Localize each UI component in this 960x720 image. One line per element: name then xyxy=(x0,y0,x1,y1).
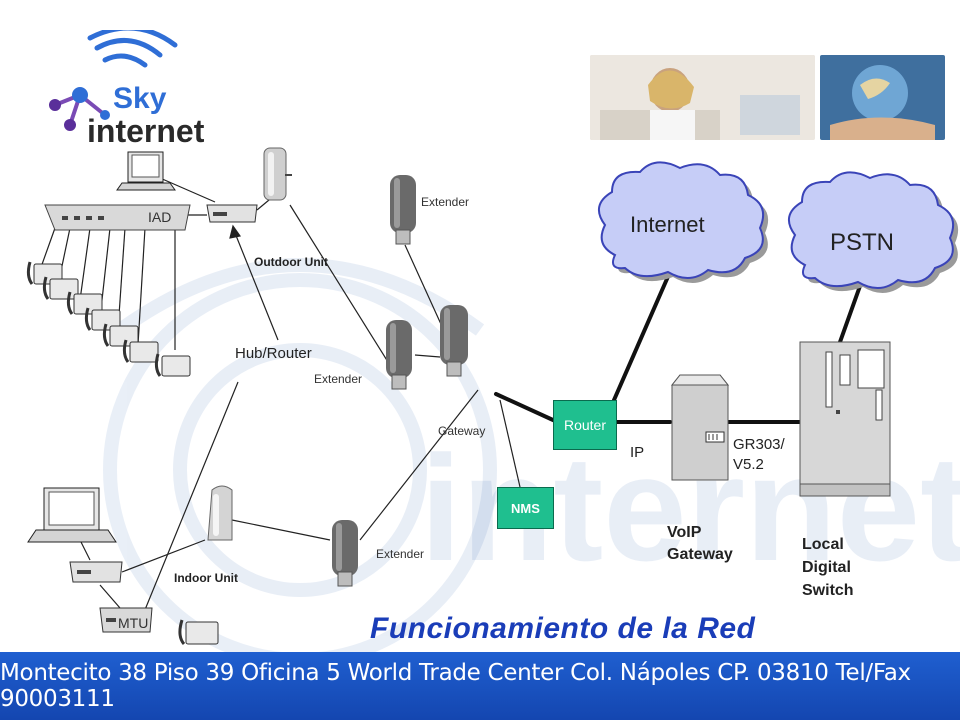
hub-router-label: Hub/Router xyxy=(235,345,312,362)
footer-address: Montecito 38 Piso 39 Oficina 5 World Tra… xyxy=(0,660,911,712)
photo-office-woman xyxy=(590,55,815,140)
logo-word-sky: Sky xyxy=(113,82,167,115)
extender-mid-label: Extender xyxy=(314,372,363,386)
computer-bottom xyxy=(27,487,117,543)
telephones xyxy=(26,261,219,645)
iad-device xyxy=(44,204,191,231)
indoor-unit-label: Indoor Unit xyxy=(174,571,238,585)
extender-antenna-bottom xyxy=(332,520,358,587)
mtu-label: MTU xyxy=(118,615,149,631)
computer-top xyxy=(116,151,176,191)
extender-top-label: Extender xyxy=(421,195,470,209)
internet-cloud xyxy=(597,161,769,284)
gateway-label: Gateway xyxy=(438,424,486,438)
logo-word-internet: internet xyxy=(87,113,205,149)
outdoor-modem xyxy=(206,204,258,223)
outdoor-unit-label: Outdoor Unit xyxy=(254,255,328,269)
router-box: Router xyxy=(553,400,617,450)
footer-bar: Montecito 38 Piso 39 Oficina 5 World Tra… xyxy=(0,652,960,720)
sky-internet-logo: Sky internet xyxy=(49,30,205,149)
indoor-modem xyxy=(69,561,123,583)
pstn-cloud-label: PSTN xyxy=(830,229,895,256)
router-label: Router xyxy=(563,417,607,433)
nms-label: NMS xyxy=(511,500,540,516)
local-digital-switch-label: Local Digital Switch xyxy=(802,536,854,599)
voip-gateway-label: VoIP Gateway xyxy=(667,524,733,563)
indoor-unit-device xyxy=(207,485,233,541)
pstn-cloud xyxy=(787,171,959,294)
ip-label: IP xyxy=(630,444,645,461)
nms-box: NMS xyxy=(497,487,554,529)
photo-globe-hands xyxy=(820,55,945,140)
outdoor-antenna xyxy=(263,147,292,201)
gr303-label: GR303/ V5.2 xyxy=(733,436,785,473)
page-title: Funcionamiento de la Red xyxy=(370,612,756,645)
iad-label: IAD xyxy=(148,209,172,225)
extender-antenna-top xyxy=(390,175,416,245)
voip-gateway-server xyxy=(670,374,730,481)
gateway-antenna xyxy=(440,305,468,377)
mtu-device xyxy=(99,607,153,633)
local-digital-switch-cabinet xyxy=(799,341,891,497)
extender-bottom-label: Extender xyxy=(376,547,425,561)
extender-antenna-mid xyxy=(386,320,412,390)
internet-cloud-label: Internet xyxy=(630,212,705,237)
